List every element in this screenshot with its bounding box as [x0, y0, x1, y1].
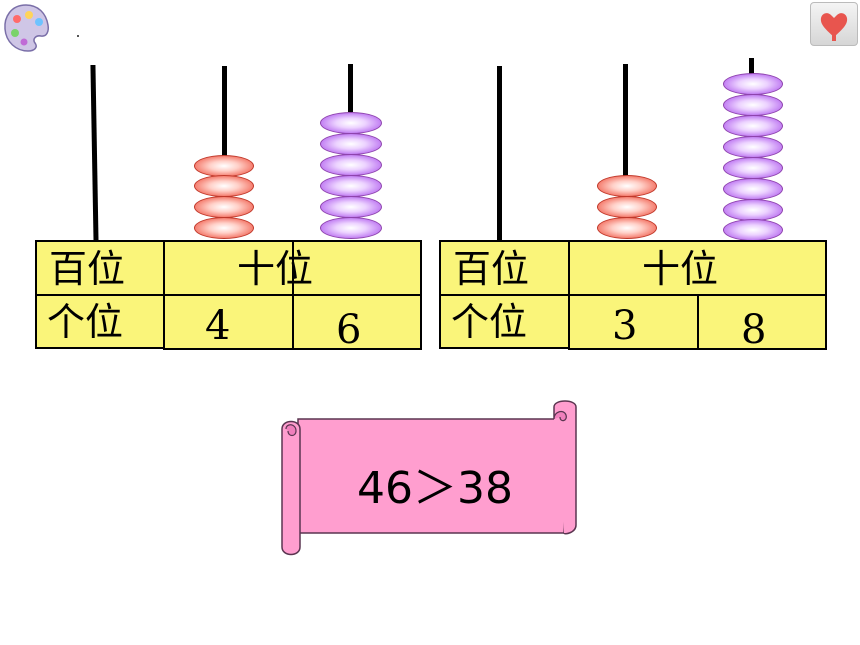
left-ones-rod: [348, 64, 353, 112]
left-ones-digit-cell: 6: [292, 294, 422, 350]
bead: [194, 155, 254, 177]
bead: [320, 154, 382, 176]
heart-icon: [820, 13, 848, 41]
left-tens-rod: [222, 66, 227, 156]
bead: [723, 157, 783, 179]
bead: [194, 175, 254, 197]
bead: [723, 199, 783, 221]
bead: [320, 217, 382, 239]
right-hundreds-label-cell: 百位: [439, 240, 570, 296]
right-tens-digit-cell: 3: [568, 294, 699, 350]
bead: [194, 196, 254, 218]
dot-mark: [77, 35, 79, 37]
bead: [320, 175, 382, 197]
left-tens-digit-cell: 4: [163, 294, 294, 350]
right-hundreds-label: 百位: [453, 247, 530, 291]
bead: [194, 217, 254, 239]
right-tens-rod: [623, 64, 628, 176]
right-tens-digit: 3: [612, 303, 638, 349]
right-ones-label: 个位: [451, 300, 528, 344]
left-ones-label: 个位: [47, 300, 124, 344]
heart-button[interactable]: [810, 2, 858, 46]
left-tens-label: 十位: [237, 247, 314, 291]
right-ones-digit-cell: 8: [697, 294, 827, 350]
left-hundreds-label-cell: 百位: [35, 240, 165, 296]
bead: [723, 94, 783, 116]
bead: [320, 196, 382, 218]
comparison-text: 46＞38: [357, 463, 513, 514]
left-hundreds-label: 百位: [49, 247, 126, 291]
palette-icon: [4, 4, 49, 52]
bead: [320, 112, 382, 134]
bead: [320, 133, 382, 155]
bead: [723, 178, 783, 200]
bead: [723, 219, 783, 241]
left-hundreds-rod: [90, 64, 99, 244]
right-ones-digit: 8: [741, 307, 767, 353]
left-tens-digit: 4: [205, 303, 231, 349]
bead: [723, 115, 783, 137]
bead: [597, 217, 657, 239]
left-ones-label-cell: 个位: [35, 294, 165, 349]
bead: [597, 196, 657, 218]
right-ones-rod: [749, 58, 754, 74]
right-hundreds-rod: [497, 66, 502, 243]
right-tens-label: 十位: [642, 247, 719, 291]
bead: [597, 175, 657, 197]
scroll-banner: [281, 400, 577, 556]
left-ones-digit: 6: [336, 307, 362, 353]
right-ones-label-cell: 个位: [439, 294, 570, 349]
right-tens-label-cell: 十位: [568, 240, 827, 296]
bead: [723, 73, 783, 95]
bead: [723, 136, 783, 158]
